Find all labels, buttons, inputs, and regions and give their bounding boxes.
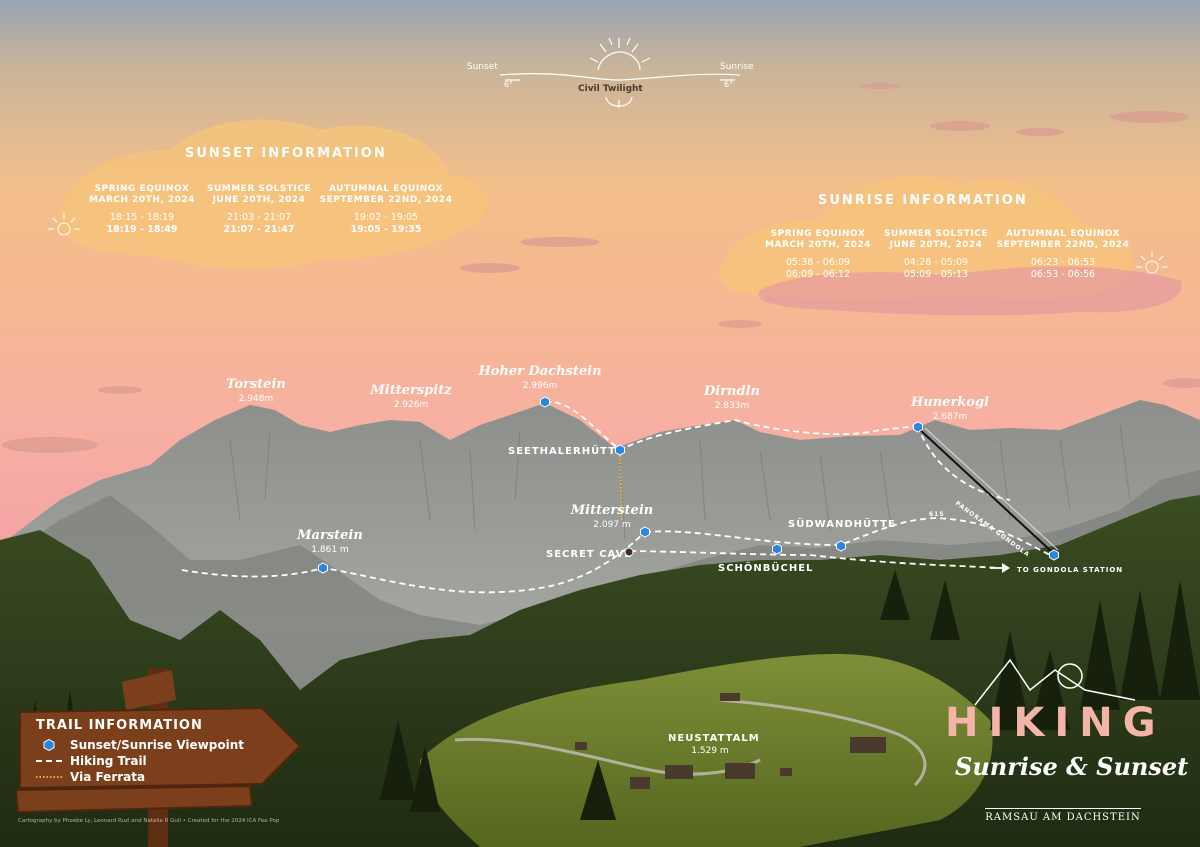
peak-name: Mitterspitz bbox=[370, 383, 452, 398]
peak-elevation: 2.687m bbox=[932, 412, 968, 422]
sunset-time-twilight: 19:05 - 19:35 bbox=[350, 224, 422, 235]
sunrise-col-spring: SPRING EQUINOX MARCH 20TH, 2024 05:38 - … bbox=[760, 229, 876, 281]
sunrise-time-twilight: 06:23 - 06:53 bbox=[1030, 257, 1096, 268]
map-subtitle: Sunrise & Sunset bbox=[955, 752, 1189, 781]
sunset-col-heading: SUMMER SOLSTICE bbox=[206, 184, 311, 194]
sunrise-time-golden: 05:09 - 05:13 bbox=[903, 269, 969, 280]
label-secret-cave: SECRET CAVE bbox=[546, 549, 633, 560]
viewpoint-icon bbox=[640, 526, 650, 538]
sunrise-col-date: SEPTEMBER 22ND, 2024 bbox=[996, 240, 1130, 250]
dotted-line-icon bbox=[36, 775, 62, 779]
viewpoint-icon bbox=[36, 739, 62, 751]
label-schonbuchel: SCHÖNBÜCHEL bbox=[718, 563, 814, 574]
sunset-time-golden: 19:02 - 19:05 bbox=[353, 212, 419, 223]
peak-hunerkogl: Hunerkogl 2.687m bbox=[896, 395, 1004, 422]
sunset-col-heading: AUTUMNAL EQUINOX bbox=[328, 184, 444, 194]
peak-elevation: 2.833m bbox=[714, 401, 750, 411]
sunrise-col-heading: AUTUMNAL EQUINOX bbox=[1005, 229, 1121, 239]
legend: TRAIL INFORMATION Sunset/Sunrise Viewpoi… bbox=[36, 718, 276, 785]
legend-item-viewpoint: Sunset/Sunrise Viewpoint bbox=[36, 737, 276, 753]
label-sudwandhutte: SÜDWANDHÜTTE bbox=[788, 519, 896, 530]
sunrise-col-summer: SUMMER SOLSTICE JUNE 20TH, 2024 04:28 - … bbox=[882, 229, 990, 281]
credit-line: Cartography by Phoebe Ly, Leonard Ruzl a… bbox=[18, 818, 280, 824]
trail-sign bbox=[14, 668, 302, 847]
sunrise-col-autumn: AUTUMNAL EQUINOX SEPTEMBER 22ND, 2024 06… bbox=[995, 229, 1131, 281]
sunset-col-summer: SUMMER SOLSTICE JUNE 20TH, 2024 21:03 - … bbox=[205, 184, 313, 236]
legend-label: Via Ferrata bbox=[70, 770, 146, 784]
peak-dirndln: Dirndln 2.833m bbox=[690, 384, 774, 411]
sunset-col-date: MARCH 20TH, 2024 bbox=[89, 195, 195, 205]
sunrise-direction-label: Sunrise bbox=[720, 62, 754, 72]
peak-elevation: 2.097 m bbox=[593, 520, 631, 530]
sunrise-col-date: MARCH 20TH, 2024 bbox=[765, 240, 871, 250]
dashed-line-icon bbox=[36, 759, 62, 763]
sunrise-col-date: JUNE 20TH, 2024 bbox=[889, 240, 983, 250]
legend-item-via-ferrata: Via Ferrata bbox=[36, 769, 276, 785]
viewpoint-icon bbox=[540, 396, 550, 408]
sunset-time-golden: 21:03 - 21:07 bbox=[226, 212, 292, 223]
map-title: HIKING bbox=[945, 700, 1166, 746]
sunrise-panel-title: SUNRISE INFORMATION bbox=[818, 193, 1028, 208]
label-seethalerhutte: SEETHALERHÜTTE bbox=[508, 446, 624, 457]
peak-torstein: Torstein 2.948m bbox=[214, 377, 298, 404]
viewpoint-icon bbox=[772, 543, 782, 555]
sunset-direction-label: Sunset bbox=[467, 62, 498, 72]
legend-title: TRAIL INFORMATION bbox=[36, 718, 203, 733]
peak-mitterstein: Mitterstein 2.097 m bbox=[562, 503, 662, 530]
sunset-col-heading: SPRING EQUINOX bbox=[94, 184, 190, 194]
sunrise-time-golden: 06:09 - 06:12 bbox=[785, 269, 851, 280]
peak-name: Hunerkogl bbox=[910, 395, 989, 410]
peak-name: Marstein bbox=[297, 528, 363, 543]
label-trail-number: 615 bbox=[929, 511, 945, 518]
sunrise-col-heading: SPRING EQUINOX bbox=[770, 229, 866, 239]
legend-label: Hiking Trail bbox=[70, 754, 147, 768]
left-degree-label: 6° bbox=[504, 80, 514, 89]
peak-elevation: 2.948m bbox=[238, 394, 274, 404]
viewpoint-icon bbox=[318, 562, 328, 574]
map-location: RAMSAU AM DACHSTEIN bbox=[985, 808, 1141, 823]
viewpoint-icon bbox=[615, 444, 625, 456]
viewpoint-icon bbox=[836, 540, 846, 552]
sunset-col-spring: SPRING EQUINOX MARCH 20TH, 2024 18:15 - … bbox=[88, 184, 196, 236]
sunset-col-date: JUNE 20TH, 2024 bbox=[212, 195, 306, 205]
neustattalm-name: NEUSTATTALM bbox=[668, 733, 760, 744]
sunset-col-autumn: AUTUMNAL EQUINOX SEPTEMBER 22ND, 2024 19… bbox=[318, 184, 454, 236]
label-neustattalm: NEUSTATTALM 1.529 m bbox=[668, 733, 760, 756]
sunset-time-twilight: 18:19 - 18:49 bbox=[106, 224, 178, 235]
label-gondola-station: TO GONDOLA STATION bbox=[1017, 566, 1124, 574]
sunset-panel-title: SUNSET INFORMATION bbox=[185, 146, 387, 161]
cave-icon bbox=[624, 547, 634, 557]
sunrise-time-twilight: 04:28 - 05:09 bbox=[903, 257, 969, 268]
peak-elevation: 1.861 m bbox=[311, 545, 349, 555]
sunrise-time-twilight: 05:38 - 06:09 bbox=[785, 257, 851, 268]
peak-hoher-dachstein: Hoher Dachstein 2.996m bbox=[472, 364, 608, 391]
civil-twilight-label: Civil Twilight bbox=[578, 84, 643, 94]
sunset-col-date: SEPTEMBER 22ND, 2024 bbox=[319, 195, 453, 205]
peak-name: Torstein bbox=[226, 377, 286, 392]
sunset-time-twilight: 21:07 - 21:47 bbox=[223, 224, 295, 235]
peak-marstein: Marstein 1.861 m bbox=[288, 528, 372, 555]
right-degree-label: 6° bbox=[724, 80, 734, 89]
legend-label: Sunset/Sunrise Viewpoint bbox=[70, 738, 244, 752]
peak-mitterspitz: Mitterspitz 2.926m bbox=[358, 383, 464, 410]
peak-name: Dirndln bbox=[704, 384, 760, 399]
sunrise-col-heading: SUMMER SOLSTICE bbox=[883, 229, 988, 239]
peak-name: Mitterstein bbox=[570, 503, 654, 518]
peak-elevation: 2.996m bbox=[522, 381, 558, 391]
viewpoint-icon bbox=[1049, 549, 1059, 561]
neustattalm-elevation: 1.529 m bbox=[691, 746, 729, 756]
sunrise-time-golden: 06:53 - 06:56 bbox=[1030, 269, 1096, 280]
sunset-time-golden: 18:15 - 18:19 bbox=[109, 212, 175, 223]
legend-item-hiking-trail: Hiking Trail bbox=[36, 753, 276, 769]
peak-elevation: 2.926m bbox=[393, 400, 429, 410]
viewpoint-icon bbox=[913, 421, 923, 433]
peak-name: Hoher Dachstein bbox=[478, 364, 602, 379]
